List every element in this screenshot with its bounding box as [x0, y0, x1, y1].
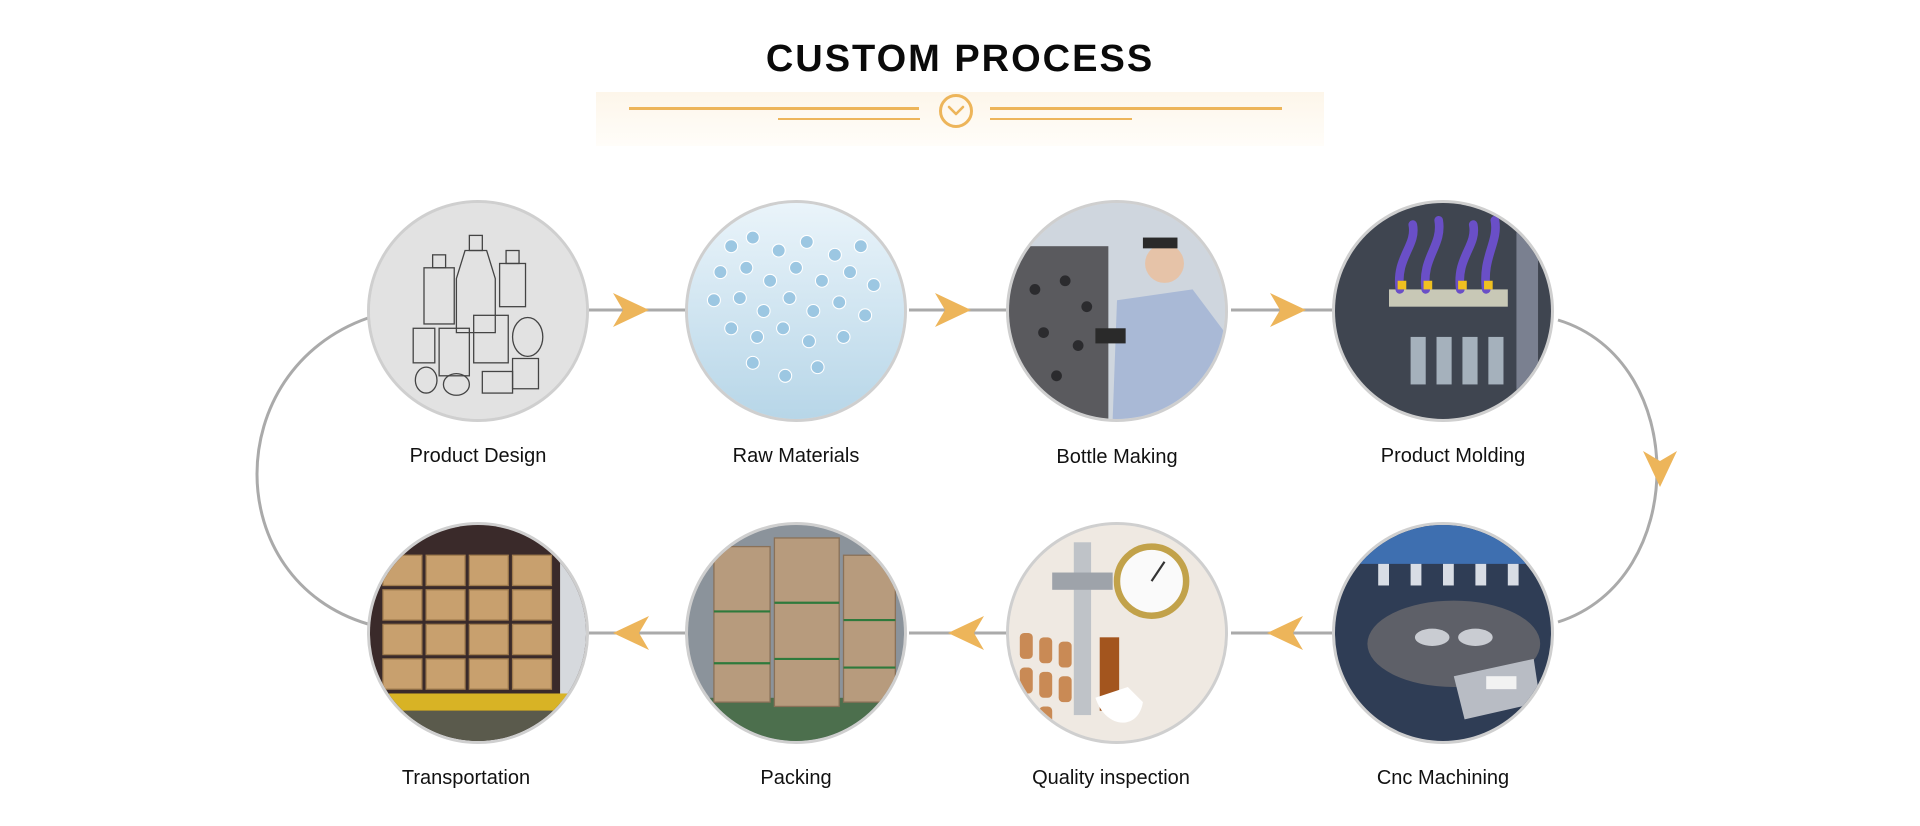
arrow-triangle-icon [1643, 451, 1677, 487]
connector-curve-right [1558, 320, 1657, 622]
step-label-cnc-machining: Cnc Machining [1293, 767, 1593, 790]
step-image-quality-inspection [1006, 522, 1228, 744]
step-label-quality-inspection: Quality inspection [961, 767, 1261, 790]
step-label-product-molding: Product Molding [1303, 445, 1603, 468]
step-image-bottle-making [1006, 200, 1228, 422]
step-image-cnc-machining [1332, 522, 1554, 744]
step-label-transportation: Transportation [316, 767, 616, 790]
step-label-bottle-making: Bottle Making [967, 446, 1267, 469]
connector-curve-left [257, 318, 368, 624]
step-image-transportation [367, 522, 589, 744]
step-label-packing: Packing [646, 767, 946, 790]
step-image-packing [685, 522, 907, 744]
step-image-product-molding [1332, 200, 1554, 422]
step-image-raw-materials [685, 200, 907, 422]
step-label-product-design: Product Design [328, 445, 628, 468]
step-image-product-design [367, 200, 589, 422]
step-label-raw-materials: Raw Materials [646, 445, 946, 468]
